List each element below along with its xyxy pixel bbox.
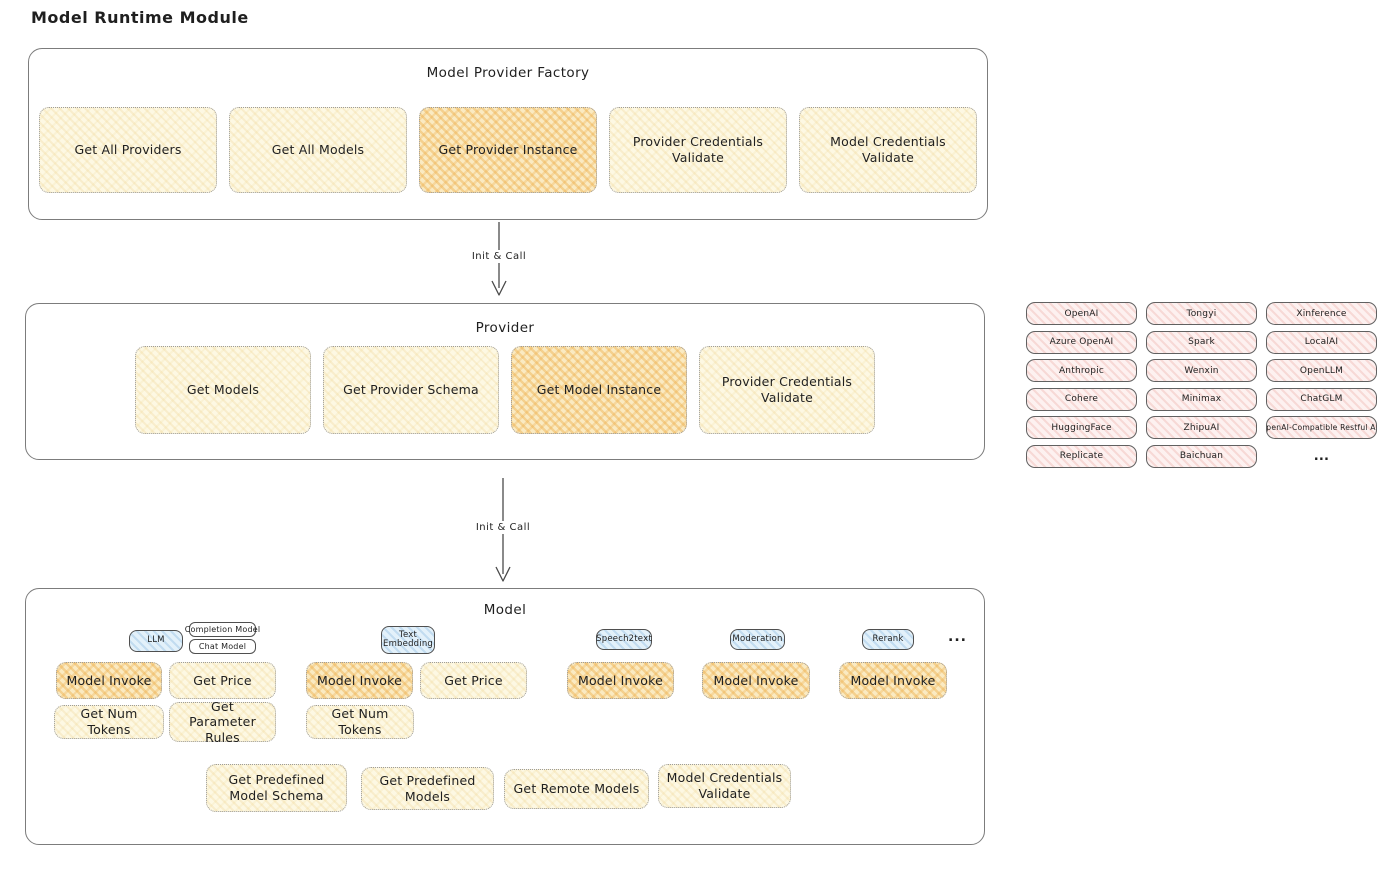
diagram-title: Model Runtime Module <box>31 8 249 27</box>
provider-minimax: Minimax <box>1146 387 1257 411</box>
node-get-provider-instance: Get Provider Instance <box>419 107 597 193</box>
provider-title: Provider <box>475 320 535 336</box>
provider-openai: OpenAI <box>1026 302 1137 325</box>
provider-zhipuai: ZhipuAI <box>1146 416 1257 439</box>
provider-huggingface: HuggingFace <box>1026 416 1137 439</box>
node-get-all-providers: Get All Providers <box>39 107 217 193</box>
node-te-model-invoke: Model Invoke <box>306 662 413 699</box>
node-get-models: Get Models <box>135 346 311 434</box>
tag-llm: LLM <box>129 630 183 652</box>
node-rerank-model-invoke: Model Invoke <box>839 662 947 699</box>
provider-spark: Spark <box>1146 330 1257 354</box>
node-get-model-instance: Get Model Instance <box>511 346 687 434</box>
provider-items: Get Models Get Provider Schema Get Model… <box>41 346 969 434</box>
provider-anthropic: Anthropic <box>1026 359 1137 382</box>
node-s2t-model-invoke: Model Invoke <box>567 662 674 699</box>
node-get-predefined-models: Get Predefined Models <box>361 767 494 810</box>
model-title: Model <box>483 602 527 618</box>
node-get-all-models: Get All Models <box>229 107 407 193</box>
arrow-label-init-call-1: Init & Call <box>467 250 531 263</box>
provider-tongyi: Tongyi <box>1146 302 1257 325</box>
factory-title: Model Provider Factory <box>426 65 590 81</box>
factory-items: Get All Providers Get All Models Get Pro… <box>39 107 977 193</box>
node-moderation-model-invoke: Model Invoke <box>702 662 810 699</box>
factory-box: Model Provider Factory Get All Providers… <box>28 48 988 220</box>
provider-azure-openai: Azure OpenAI <box>1026 330 1137 354</box>
node-llm-get-num-tokens: Get Num Tokens <box>54 705 164 739</box>
tag-chat-model: Chat Model <box>189 639 256 654</box>
provider-box: Provider Get Models Get Provider Schema … <box>25 303 997 472</box>
provider-openai-compatible-restful-api: OpenAI-Compatible Restful API <box>1266 416 1377 439</box>
provider-baichuan: Baichuan <box>1146 444 1257 468</box>
node-te-get-price: Get Price <box>420 662 527 699</box>
tag-completion-model: Completion Model <box>185 622 260 637</box>
model-box: Model LLM Completion Model Chat Model Te… <box>25 588 997 857</box>
tag-llm-subtags: Completion Model Chat Model <box>185 622 260 654</box>
tag-rerank: Rerank <box>862 629 914 650</box>
node-get-predefined-model-schema: Get Predefined Model Schema <box>206 764 347 812</box>
provider-cohere: Cohere <box>1026 387 1137 411</box>
tag-moderation: Moderation <box>730 629 785 650</box>
node-get-provider-schema: Get Provider Schema <box>323 346 499 434</box>
node-model-credentials-validate: Model Credentials Validate <box>799 107 977 193</box>
provider-openllm: OpenLLM <box>1266 359 1377 382</box>
model-types-ellipsis: ... <box>948 629 967 645</box>
node-provider-credentials-validate: Provider Credentials Validate <box>609 107 787 193</box>
provider-list-ellipsis: ... <box>1313 448 1330 464</box>
node-provider-credentials-validate-2: Provider Credentials Validate <box>699 346 875 434</box>
tag-text-embedding: Text Embedding <box>381 626 435 654</box>
node-llm-get-parameter-rules: Get Parameter Rules <box>169 699 276 745</box>
provider-wenxin: Wenxin <box>1146 359 1257 382</box>
node-te-get-num-tokens: Get Num Tokens <box>306 705 414 739</box>
arrow-label-init-call-2: Init & Call <box>471 521 535 534</box>
node-llm-model-invoke: Model Invoke <box>56 662 162 699</box>
provider-chatglm: ChatGLM <box>1266 387 1377 411</box>
provider-xinference: Xinference <box>1266 302 1377 325</box>
node-model-credentials-validate-2: Model Credentials Validate <box>658 764 791 808</box>
node-get-remote-models: Get Remote Models <box>504 769 649 809</box>
node-llm-get-price: Get Price <box>169 662 276 699</box>
provider-localai: LocalAI <box>1266 330 1377 354</box>
provider-replicate: Replicate <box>1026 444 1137 468</box>
provider-name-list: OpenAI Azure OpenAI Anthropic Cohere Hug… <box>1026 302 1377 468</box>
tag-speech2text: Speech2text <box>596 629 652 650</box>
